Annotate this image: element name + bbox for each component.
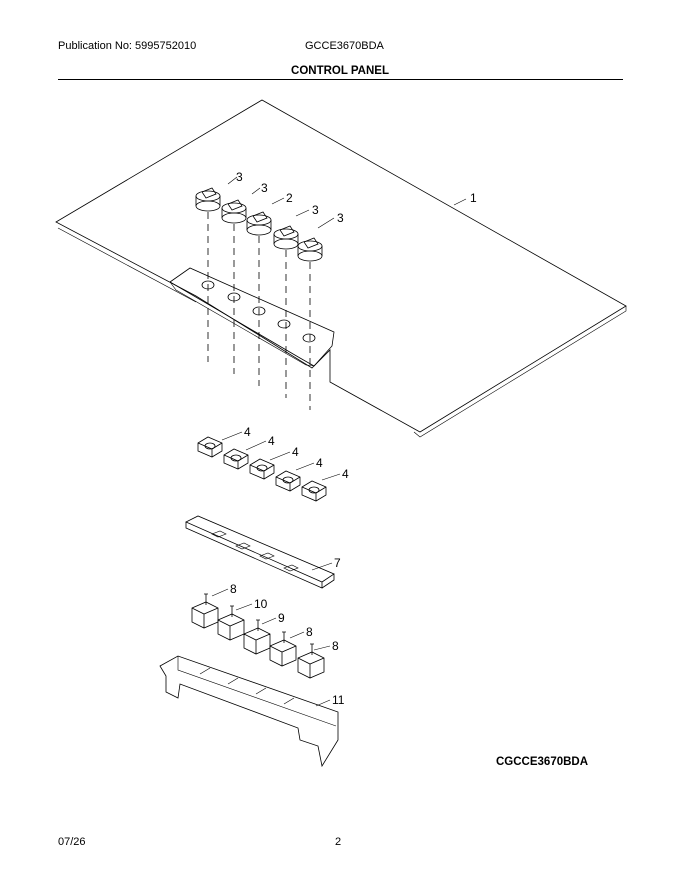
knob (297, 237, 323, 262)
infinite-switch (269, 631, 297, 667)
callout-3: 3 (337, 211, 344, 225)
callout-3: 3 (312, 203, 319, 217)
callout-11: 11 (332, 693, 345, 707)
header-rule (58, 79, 623, 80)
knob (246, 211, 272, 236)
callout-4: 4 (316, 456, 323, 470)
infinite-switch (243, 619, 271, 655)
callout-9: 9 (278, 611, 285, 625)
callout-3: 3 (236, 170, 243, 184)
mounting-bracket (185, 515, 335, 589)
knob (221, 199, 247, 224)
model-number: GCCE3670BDA (305, 40, 384, 52)
switch-housing (159, 655, 339, 768)
cooktop-panel (55, 99, 627, 433)
callout-3: 3 (261, 181, 268, 195)
callout-10: 10 (254, 597, 268, 611)
control-bezel (169, 267, 335, 367)
footer-date: 07/26 (58, 836, 86, 848)
callout-1: 1 (470, 191, 477, 205)
callout-2: 2 (286, 191, 293, 205)
infinite-switch (191, 593, 219, 629)
callout-leaders (211, 176, 467, 707)
callout-8: 8 (230, 582, 237, 596)
alignment-lines (207, 212, 311, 410)
bracket-slots (211, 530, 299, 572)
callout-8: 8 (332, 639, 339, 653)
diagram-code: CGCCE3670BDA (496, 756, 589, 768)
page-title: CONTROL PANEL (291, 65, 389, 77)
infinite-switch (217, 605, 245, 641)
callout-4: 4 (342, 467, 349, 481)
page-number: 2 (335, 836, 342, 848)
callout-4: 4 (244, 425, 251, 439)
callout-4: 4 (268, 434, 275, 448)
callout-8: 8 (306, 625, 313, 639)
callout-4: 4 (292, 445, 299, 459)
switch (197, 436, 223, 458)
infinite-switch (297, 643, 325, 679)
switch (301, 480, 327, 502)
callout-labels: 3 3 2 3 3 1 4 4 4 4 4 7 8 10 9 8 8 11 (230, 170, 477, 707)
publication-number: Publication No: 5995752010 (58, 40, 197, 52)
bezel-holes (201, 280, 316, 343)
switch (223, 448, 249, 470)
knob (273, 225, 299, 250)
callout-7: 7 (334, 556, 341, 570)
switch (249, 458, 275, 480)
knob (195, 187, 221, 212)
switch (275, 470, 301, 492)
